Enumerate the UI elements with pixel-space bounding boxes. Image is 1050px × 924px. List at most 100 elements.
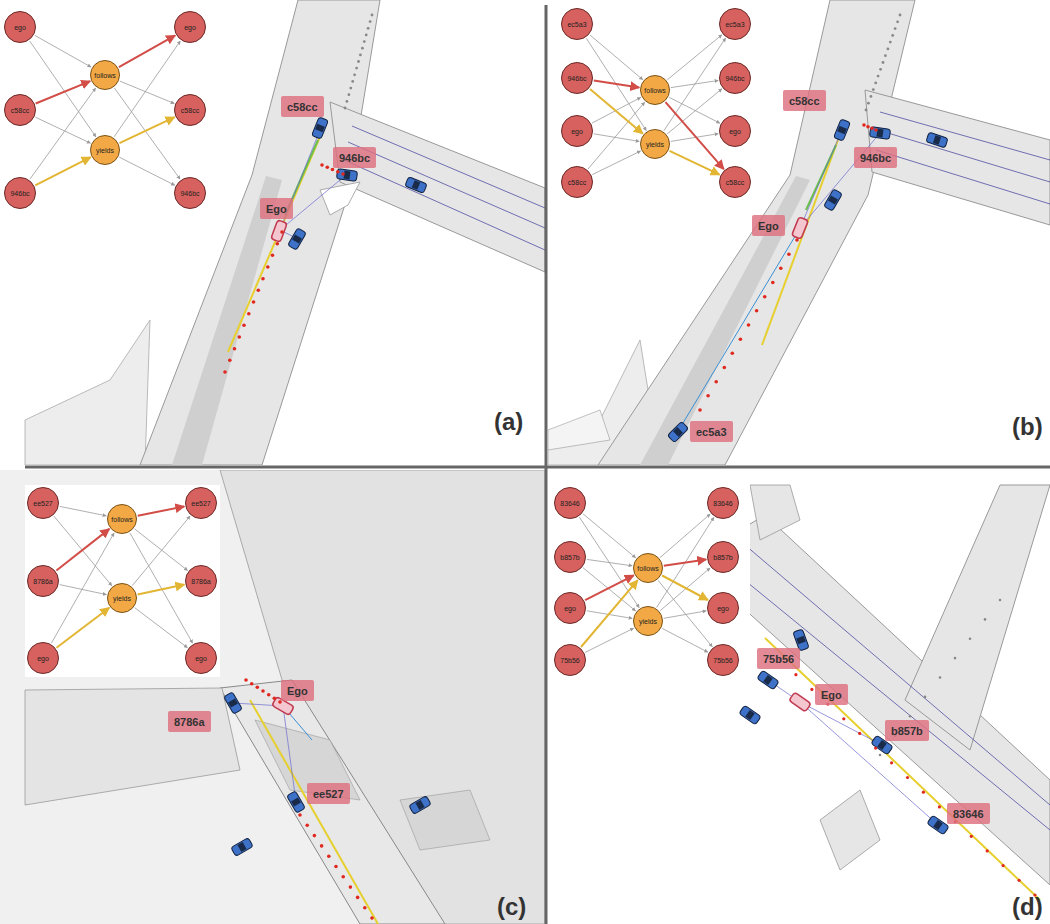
map-use xyxy=(739,705,761,725)
map-use xyxy=(869,127,890,140)
vehicle-tag: 946bc xyxy=(333,147,376,168)
agent-node: 75b56 xyxy=(554,644,586,676)
relation-edge xyxy=(660,514,710,557)
node-text: follows xyxy=(644,87,665,94)
relation-node: yields xyxy=(107,583,137,613)
node-text: ego xyxy=(195,655,207,662)
trajectory-dot xyxy=(870,95,873,98)
map-polygon xyxy=(172,176,282,465)
trajectory-dot xyxy=(334,865,338,869)
map-line xyxy=(228,132,322,352)
node-text: ec5a3 xyxy=(567,21,586,28)
trajectory-dot xyxy=(276,242,280,246)
map-polygon xyxy=(25,688,240,805)
trajectory-dot xyxy=(922,791,925,794)
map-line xyxy=(876,150,1050,204)
trajectory-dot xyxy=(255,686,259,690)
trajectory-dot xyxy=(889,41,892,44)
trajectory-dot xyxy=(938,805,941,808)
trajectory-dot xyxy=(356,896,360,900)
map-polygon xyxy=(320,182,360,215)
map-polygon xyxy=(548,410,610,450)
map-use xyxy=(789,692,811,712)
node-text: yields xyxy=(96,147,114,154)
trajectory-dot xyxy=(714,380,718,384)
node-text: 8786a xyxy=(174,716,205,728)
trajectory-dot xyxy=(252,300,256,304)
relation-edge xyxy=(56,529,109,571)
relation-edge xyxy=(35,117,90,143)
map-polygon xyxy=(905,485,1050,750)
trajectory-dot xyxy=(890,761,893,764)
map-line xyxy=(745,545,1050,805)
map-line xyxy=(680,228,800,428)
trajectory-dot xyxy=(1002,864,1005,867)
trajectory-dot xyxy=(320,844,324,848)
trajectory-dot xyxy=(887,48,890,51)
trajectory-dot xyxy=(365,34,368,37)
relation-edge xyxy=(36,81,90,103)
node-text: c58cc xyxy=(568,179,586,186)
agent-node: 75b56 xyxy=(707,644,739,676)
node-text: 8786a xyxy=(191,578,210,585)
agent-node: ego xyxy=(719,115,751,147)
agent-node: c58cc xyxy=(174,94,206,126)
node-text: ee527 xyxy=(33,500,52,507)
trajectory-dot xyxy=(257,289,261,293)
map-line xyxy=(352,126,545,208)
agent-node: 946bc xyxy=(4,177,36,209)
relation-edge xyxy=(662,576,708,601)
agent-node: ee527 xyxy=(185,487,217,519)
trajectory-dot xyxy=(698,408,702,412)
agent-node: ec5a3 xyxy=(561,8,593,40)
map-use xyxy=(792,217,809,239)
agent-node: ec5a3 xyxy=(719,8,751,40)
trajectory-dot xyxy=(357,60,360,63)
trajectory-dot xyxy=(984,618,987,621)
node-text: b857b xyxy=(713,554,732,561)
map-line xyxy=(762,140,838,345)
vehicle-tag: 946bc xyxy=(854,147,897,168)
agent-node: 83646 xyxy=(707,487,739,519)
trajectory-dot xyxy=(794,673,797,676)
map-line xyxy=(344,160,545,250)
node-text: ee527 xyxy=(313,788,344,800)
trajectory-dot xyxy=(842,717,845,720)
trajectory-dot xyxy=(363,40,366,43)
trajectory-dot xyxy=(747,323,751,327)
relation-edge xyxy=(35,157,90,185)
trajectory-dot xyxy=(939,676,942,679)
highlight-edges xyxy=(35,35,724,647)
trajectory-dot xyxy=(986,849,989,852)
trajectory-dot xyxy=(313,834,317,838)
node-text: follows xyxy=(637,565,658,572)
map-rect xyxy=(0,470,545,924)
trajectory-dot xyxy=(349,885,353,889)
map-polygon xyxy=(25,320,150,465)
relation-node: yields xyxy=(633,606,663,636)
node-text: ego xyxy=(717,605,729,612)
relation-edge xyxy=(114,41,180,137)
map-use xyxy=(834,119,851,141)
trajectory-dot xyxy=(858,732,861,735)
relation-edge xyxy=(138,585,185,595)
map-use xyxy=(824,189,843,211)
node-text: c58cc xyxy=(287,101,318,113)
trajectory-dot xyxy=(723,366,727,370)
node-text: 8786a xyxy=(33,578,52,585)
trajectory-dot xyxy=(271,254,275,258)
map-line xyxy=(545,5,548,924)
agent-node: ego xyxy=(554,592,586,624)
vehicle-tag: b857b xyxy=(885,720,929,741)
agent-node: c58cc xyxy=(4,94,36,126)
trajectory-dot xyxy=(795,238,799,242)
relation-node: follows xyxy=(633,553,663,583)
node-text: 83646 xyxy=(953,808,984,820)
map-use xyxy=(757,670,779,690)
relation-edge xyxy=(585,575,634,600)
relation-edge xyxy=(594,81,639,88)
node-text: ego xyxy=(37,655,49,662)
relation-edge xyxy=(120,81,175,103)
